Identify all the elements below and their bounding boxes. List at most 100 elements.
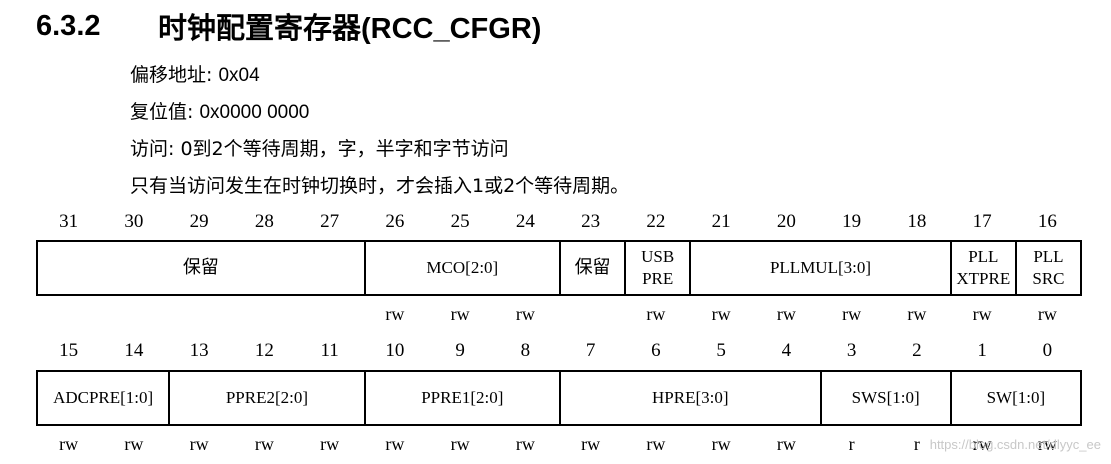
bit-number: 15	[59, 340, 79, 361]
access-code: rw	[515, 304, 535, 324]
access-code: rw	[646, 304, 666, 324]
access-code: rw	[385, 304, 405, 324]
section-heading: 6.3.2 时钟配置寄存器(RCC_CFGR)	[36, 6, 541, 46]
bit-number: 23	[581, 211, 601, 232]
access-code: rw	[711, 434, 731, 454]
access-row-high: rw rw rw rw rw rw rw rw rw rw	[36, 302, 1080, 326]
field-label: SWS[1:0]	[851, 388, 920, 407]
bit-number: 16	[1037, 211, 1057, 232]
access-line: 访问: 0到2个等待周期，字，半字和字节访问	[130, 138, 509, 160]
field-label: ADCPRE[1:0]	[53, 388, 154, 407]
offset-label: 偏移地址:	[130, 64, 219, 86]
field-label: USB	[641, 247, 675, 266]
register-field: MCO[2:0]	[363, 242, 559, 294]
section-number: 6.3.2	[36, 9, 101, 42]
note-line: 只有当访问发生在时钟切换时，才会插入1或2个等待周期。	[130, 175, 630, 197]
access-code: rw	[972, 304, 992, 324]
access-code: rw	[1037, 304, 1057, 324]
bit-number: 28	[254, 211, 274, 232]
field-label: PPRE1[2:0]	[421, 388, 504, 407]
register-field: USB PRE	[624, 242, 689, 294]
bit-number: 14	[124, 340, 144, 361]
access-code: r	[913, 434, 920, 454]
register-field: PLL XTPRE	[949, 242, 1015, 294]
bit-number: 0	[1042, 340, 1053, 361]
field-label: XTPRE	[956, 269, 1011, 288]
bit-number: 26	[385, 211, 405, 232]
bit-number: 10	[385, 340, 405, 361]
bit-number: 5	[716, 340, 726, 361]
bit-number: 31	[59, 211, 79, 232]
field-label: 保留	[574, 257, 611, 278]
bit-number: 20	[776, 211, 796, 232]
bit-number: 27	[320, 211, 340, 232]
access-code: rw	[450, 304, 470, 324]
bit-number: 7	[585, 340, 596, 361]
bit-number: 13	[189, 340, 209, 361]
access-code: rw	[320, 434, 340, 454]
bit-number: 29	[189, 211, 209, 232]
field-label: SRC	[1032, 269, 1065, 288]
access-code: rw	[646, 434, 666, 454]
access-code: rw	[776, 304, 796, 324]
bit-number: 22	[646, 211, 666, 232]
access-code: rw	[581, 434, 601, 454]
register-field: 保留	[559, 242, 624, 294]
field-label: PPRE2[2:0]	[225, 388, 309, 407]
reset-line: 复位值: 0x0000 0000	[130, 97, 309, 124]
bit-number: 30	[124, 211, 144, 232]
register-field: PPRE1[2:0]	[363, 372, 559, 424]
access-code: rw	[1037, 434, 1057, 454]
access-code: rw	[711, 304, 731, 324]
access-code: rw	[515, 434, 535, 454]
register-field: PLL SRC	[1014, 242, 1080, 294]
field-label: HPRE[3:0]	[652, 388, 729, 407]
field-label: PLL	[968, 247, 999, 266]
access-code: rw	[189, 434, 209, 454]
access-code: rw	[907, 304, 927, 324]
access-code: r	[848, 434, 855, 454]
bit-number: 18	[907, 211, 927, 232]
access-code: rw	[776, 434, 796, 454]
bit-number: 25	[450, 211, 470, 232]
bit-number: 2	[912, 340, 922, 361]
access-code: rw	[124, 434, 144, 454]
register-field: PPRE2[2:0]	[168, 372, 363, 424]
reset-label: 复位值:	[130, 101, 200, 123]
register-field: ADCPRE[1:0]	[38, 372, 168, 424]
register-field: PLLMUL[3:0]	[689, 242, 950, 294]
register-field: HPRE[3:0]	[559, 372, 820, 424]
bit-number: 17	[972, 211, 992, 232]
offset-line: 偏移地址: 0x04	[130, 60, 260, 87]
bit-number: 21	[711, 211, 731, 232]
register-row-low: ADCPRE[1:0] PPRE2[2:0] PPRE1[2:0] HPRE[3:0]…	[36, 370, 1082, 426]
register-field: SWS[1:0]	[819, 372, 950, 424]
field-label: PRE	[642, 269, 674, 288]
access-code: rw	[254, 434, 274, 454]
access-code: rw	[842, 304, 862, 324]
register-field: SW[1:0]	[949, 372, 1080, 424]
bit-number: 4	[781, 340, 792, 361]
watermark: https://blog.csdn.net/dlyyc_ee	[929, 437, 1101, 452]
bit-number: 9	[455, 340, 465, 361]
bit-number: 3	[846, 340, 857, 361]
bit-number: 19	[842, 211, 862, 232]
field-label: MCO[2:0]	[426, 258, 499, 277]
register-field: 保留	[38, 242, 364, 294]
section-title: 时钟配置寄存器(RCC_CFGR)	[158, 13, 542, 45]
field-label: 保留	[182, 257, 219, 278]
field-label: PLL	[1033, 247, 1064, 266]
access-code: rw	[972, 434, 992, 454]
field-label: SW[1:0]	[986, 388, 1046, 407]
access-code: rw	[450, 434, 470, 454]
access-code: rw	[59, 434, 79, 454]
bit-number: 12	[254, 340, 274, 361]
bit-number: 11	[320, 340, 339, 361]
bit-number: 1	[977, 340, 987, 361]
reset-value: 0x0000 0000	[199, 102, 310, 123]
bit-number: 6	[651, 340, 661, 361]
offset-value: 0x04	[218, 65, 260, 86]
